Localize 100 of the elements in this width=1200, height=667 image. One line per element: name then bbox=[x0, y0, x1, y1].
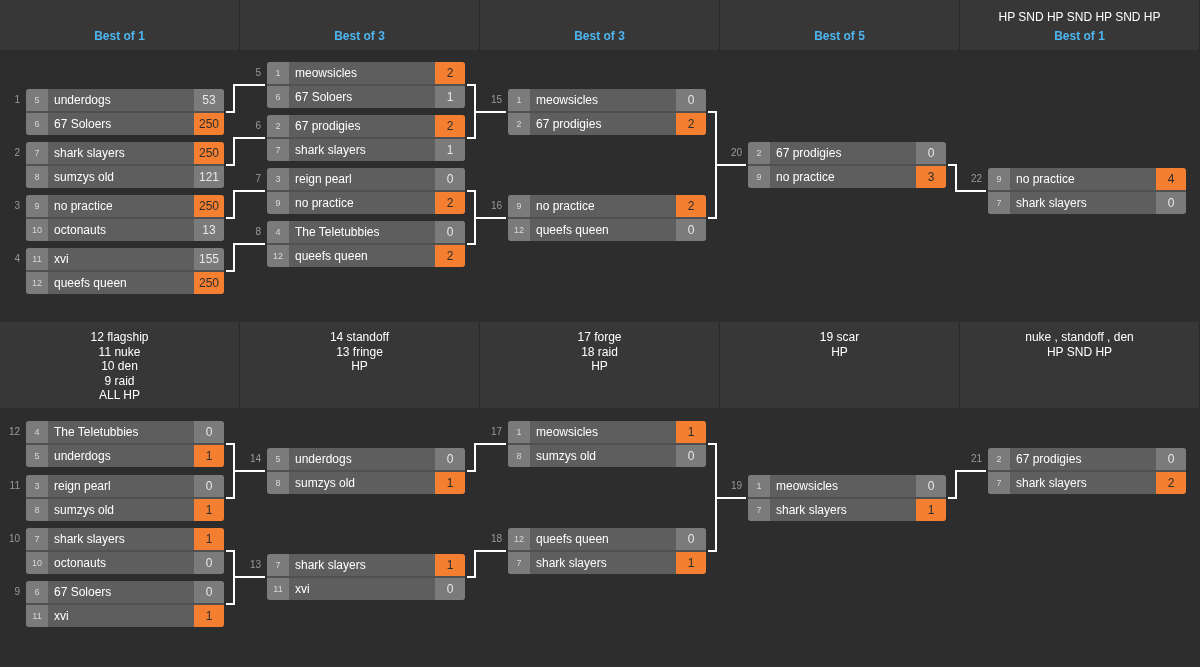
score: 1 bbox=[194, 528, 224, 550]
score: 2 bbox=[676, 195, 706, 217]
header-text: 12 flagship bbox=[90, 330, 149, 345]
seed-number: 9 bbox=[26, 195, 48, 217]
seed-number: 7 bbox=[988, 192, 1010, 214]
seed-number: 6 bbox=[26, 113, 48, 135]
bracket-line bbox=[947, 164, 987, 192]
score: 0 bbox=[194, 581, 224, 603]
team-name: queefs queen bbox=[289, 245, 435, 267]
score: 0 bbox=[1156, 192, 1186, 214]
header-text: 11 nuke bbox=[98, 344, 141, 359]
seed-number: 3 bbox=[26, 475, 48, 497]
score: 1 bbox=[435, 139, 465, 161]
team-name: shark slayers bbox=[530, 552, 676, 574]
match-number: 8 bbox=[255, 226, 261, 238]
match-box bbox=[748, 142, 946, 188]
match-box bbox=[267, 554, 465, 600]
team-name: 67 prodigies bbox=[530, 113, 676, 135]
bracket-line bbox=[466, 111, 507, 139]
team-name: no practice bbox=[770, 166, 916, 188]
seed-number: 1 bbox=[508, 89, 530, 111]
seed-number: 4 bbox=[26, 421, 48, 443]
seed-number: 1 bbox=[748, 475, 770, 497]
seed-number: 8 bbox=[26, 499, 48, 521]
match-box bbox=[508, 195, 706, 241]
match-box bbox=[26, 89, 224, 135]
score: 250 bbox=[194, 113, 224, 135]
team-name: 67 Soloers bbox=[48, 113, 194, 135]
score: 1 bbox=[676, 552, 706, 574]
header-text: 19 scar bbox=[819, 330, 860, 345]
seed-number: 2 bbox=[748, 142, 770, 164]
team-name: meowsicles bbox=[289, 62, 435, 84]
team-name: xvi bbox=[289, 578, 435, 600]
bracket-line bbox=[466, 217, 507, 245]
score: 13 bbox=[194, 219, 224, 241]
match-box bbox=[26, 528, 224, 574]
team-name: octonauts bbox=[48, 219, 194, 241]
team-name: no practice bbox=[1010, 168, 1156, 190]
score: 1 bbox=[194, 445, 224, 467]
team-name: 67 prodigies bbox=[770, 142, 916, 164]
score: 3 bbox=[916, 166, 946, 188]
team-name: underdogs bbox=[48, 445, 194, 467]
header-text: 10 den bbox=[101, 359, 138, 374]
bracket-line bbox=[707, 164, 747, 219]
seed-number: 4 bbox=[267, 221, 289, 243]
bracket-line bbox=[225, 84, 266, 113]
match-number: 19 bbox=[730, 480, 742, 492]
seed-number: 7 bbox=[988, 472, 1010, 494]
seed-number: 5 bbox=[26, 89, 48, 111]
bracket-line bbox=[225, 470, 266, 499]
match-box bbox=[26, 581, 224, 627]
seed-number: 9 bbox=[988, 168, 1010, 190]
score: 2 bbox=[435, 115, 465, 137]
match-number: 1 bbox=[14, 94, 20, 106]
team-name: shark slayers bbox=[48, 528, 194, 550]
score: 155 bbox=[194, 248, 224, 270]
match-box bbox=[267, 448, 465, 494]
match-number: 21 bbox=[970, 453, 982, 465]
seed-number: 7 bbox=[508, 552, 530, 574]
team-name: shark slayers bbox=[1010, 472, 1156, 494]
score: 0 bbox=[435, 448, 465, 470]
team-name: shark slayers bbox=[1010, 192, 1156, 214]
seed-number: 12 bbox=[26, 272, 48, 294]
score: 250 bbox=[194, 142, 224, 164]
score: 250 bbox=[194, 272, 224, 294]
seed-number: 1 bbox=[267, 62, 289, 84]
seed-number: 7 bbox=[26, 142, 48, 164]
bracket-line bbox=[225, 243, 266, 272]
seed-number: 10 bbox=[26, 219, 48, 241]
score: 0 bbox=[676, 89, 706, 111]
score: 0 bbox=[435, 168, 465, 190]
seed-number: 5 bbox=[267, 448, 289, 470]
bracket-line bbox=[225, 576, 266, 605]
score: 0 bbox=[194, 421, 224, 443]
team-name: meowsicles bbox=[770, 475, 916, 497]
match-box bbox=[26, 142, 224, 188]
round-format: Best of 1 bbox=[94, 28, 145, 44]
match-number: 4 bbox=[14, 253, 20, 265]
team-name: shark slayers bbox=[289, 139, 435, 161]
score: 0 bbox=[435, 578, 465, 600]
score: 0 bbox=[194, 552, 224, 574]
seed-number: 7 bbox=[748, 499, 770, 521]
bracket-line bbox=[225, 190, 266, 219]
team-name: xvi bbox=[48, 248, 194, 270]
team-name: shark slayers bbox=[770, 499, 916, 521]
header-text: ALL HP bbox=[99, 388, 140, 403]
seed-number: 9 bbox=[508, 195, 530, 217]
match-box bbox=[267, 62, 465, 108]
round-format: Best of 3 bbox=[574, 28, 625, 44]
seed-number: 7 bbox=[26, 528, 48, 550]
team-name: 67 Soloers bbox=[48, 581, 194, 603]
match-number: 6 bbox=[255, 120, 261, 132]
match-box bbox=[508, 421, 706, 467]
team-name: queefs queen bbox=[530, 528, 676, 550]
header-text: 18 raid bbox=[581, 344, 618, 359]
team-name: sumzys old bbox=[48, 166, 194, 188]
team-name: 67 Soloers bbox=[289, 86, 435, 108]
match-number: 2 bbox=[14, 147, 20, 159]
team-name: reign pearl bbox=[48, 475, 194, 497]
team-name: meowsicles bbox=[530, 421, 676, 443]
